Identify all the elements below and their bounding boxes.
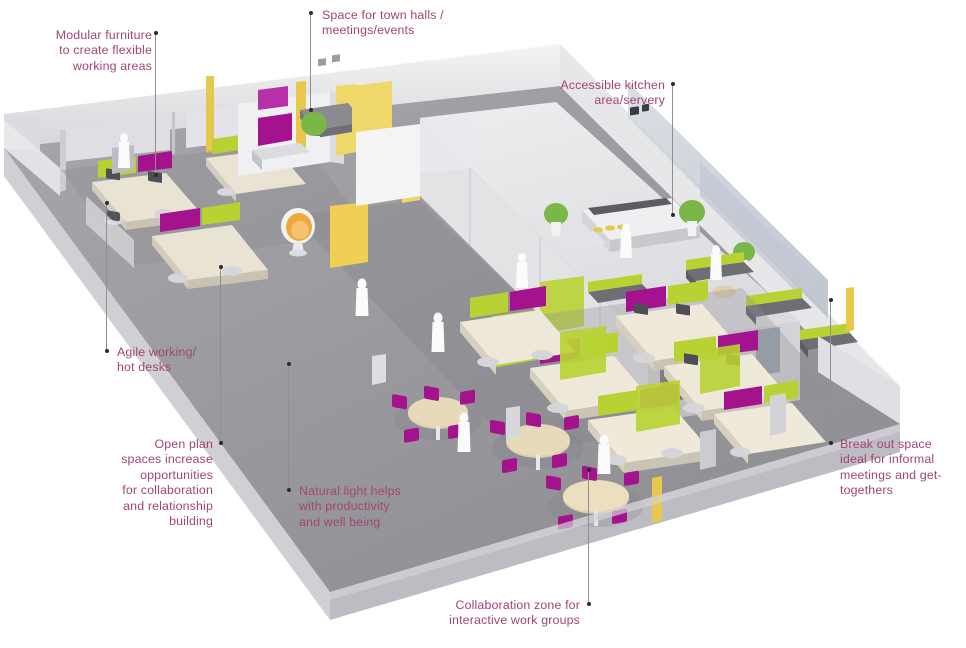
perimeter-edge-foreground — [330, 287, 900, 600]
person-figure — [597, 434, 611, 474]
anchor-dot-agile-working-bottom — [104, 349, 109, 353]
zone-kitchen-servery — [544, 103, 755, 272]
callout-label-collaboration-zone: Collaboration zone for interactive work … — [449, 598, 580, 628]
zone-agile-hot-desks — [62, 129, 372, 289]
callout-label-break-out-space: Break out space ideal for informal meeti… — [840, 437, 942, 498]
callout-label-natural-light: Natural light helps with productivity an… — [299, 484, 402, 529]
collaboration-table — [546, 465, 639, 530]
anchor-dot-accessible-kitchen-bottom — [670, 213, 675, 217]
person-figure — [620, 223, 632, 258]
leader-line-modular-furniture — [155, 33, 156, 175]
callout-label-agile-working: Agile working/ hot desks — [117, 345, 197, 375]
callout-label-accessible-kitchen: Accessible kitchen area/servery — [560, 78, 665, 108]
anchor-dot-modular-furniture-bottom — [153, 173, 158, 177]
leader-line-break-out-space — [830, 300, 831, 443]
callout-label-town-halls: Space for town halls / meetings/events — [322, 8, 444, 38]
anchor-dot-town-halls-bottom — [308, 108, 313, 112]
person-figure — [457, 412, 471, 452]
callout-label-modular-furniture: Modular furniture to create flexible wor… — [55, 28, 152, 73]
zone-desk-banks-right — [460, 280, 840, 473]
anchor-dot-agile-working-top — [104, 201, 109, 205]
zone-town-hall — [238, 54, 392, 176]
anchor-dot-collaboration-zone-bottom — [586, 602, 591, 606]
person-figure — [355, 278, 369, 316]
anchor-dot-collaboration-zone-top — [586, 468, 591, 472]
anchor-dot-natural-light-top — [286, 362, 291, 366]
leader-line-collaboration-zone — [588, 470, 589, 604]
collaboration-table — [490, 412, 579, 474]
person-figure — [431, 312, 445, 352]
anchor-dot-break-out-space-top — [828, 298, 833, 302]
leader-line-accessible-kitchen — [672, 84, 673, 215]
anchor-dot-accessible-kitchen-top — [670, 82, 675, 86]
zone-collaboration-tables — [355, 245, 722, 530]
anchor-dot-open-plan-top — [218, 265, 223, 269]
person-figure — [516, 253, 528, 288]
anchor-dot-break-out-space-bottom — [828, 441, 833, 445]
anchor-dot-natural-light-bottom — [286, 488, 291, 492]
anchor-dot-open-plan-bottom — [218, 441, 223, 445]
egg-chair — [281, 208, 315, 257]
collaboration-table — [392, 385, 475, 443]
leader-line-agile-working — [106, 203, 107, 351]
person-figure — [710, 245, 722, 280]
anchor-dot-modular-furniture-top — [153, 31, 158, 35]
anchor-dot-town-halls-top — [308, 11, 313, 15]
callout-label-open-plan: Open plan spaces increase opportunities … — [121, 437, 213, 529]
leader-line-town-halls — [310, 13, 311, 110]
person-figure — [118, 133, 130, 168]
leader-line-open-plan — [220, 267, 221, 443]
leader-line-natural-light — [288, 364, 289, 490]
left-foreground-wall — [4, 120, 134, 268]
